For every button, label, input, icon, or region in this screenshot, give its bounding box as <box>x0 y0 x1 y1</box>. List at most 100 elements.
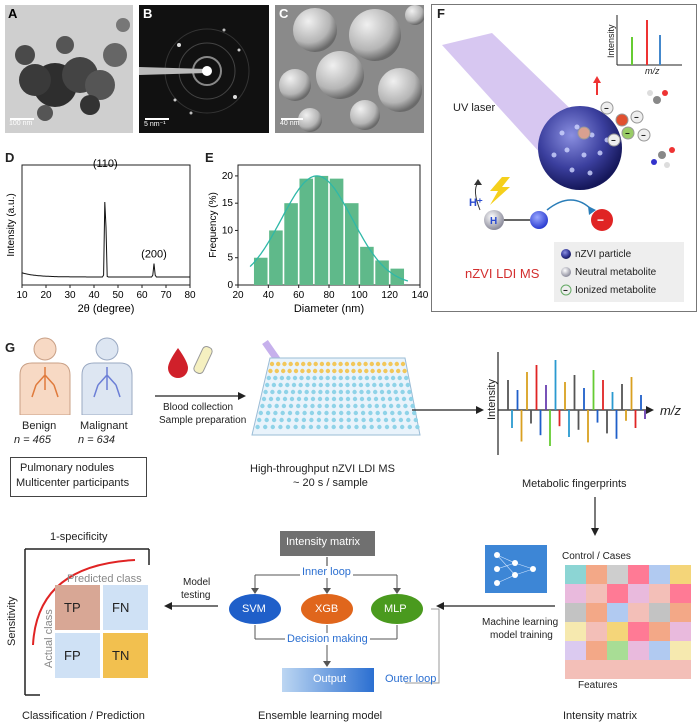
chip-sample-spot <box>345 382 350 388</box>
ml-training-line1: Machine learning <box>482 617 559 628</box>
cell-fn: FN <box>112 600 130 615</box>
chip-sample-spot <box>338 375 343 381</box>
chip-sample-spot <box>338 389 344 395</box>
legend-nzvi: nZVI particle <box>575 249 632 260</box>
chip-sample-spot <box>357 361 362 367</box>
hist-ytick-label: 20 <box>222 171 234 182</box>
heatmap-cell <box>649 584 670 603</box>
chip-sample-spot <box>303 396 309 402</box>
panel-label-f: F <box>437 6 445 21</box>
chip-sample-spot <box>268 368 273 374</box>
chip-sample-spot <box>346 403 351 409</box>
heatmap-cell <box>607 584 628 603</box>
control-cases-label: Control / Cases <box>562 551 631 562</box>
chip-sample-spot <box>301 361 306 367</box>
chip-sample-spot <box>266 375 271 381</box>
sample-prep-label: Sample preparation <box>159 415 247 426</box>
ensemble-title: Ensemble learning model <box>258 710 383 722</box>
chip-sample-spot <box>390 375 396 381</box>
chip-sample-spot <box>319 368 324 374</box>
chip-sample-spot <box>282 361 287 367</box>
chip-sample-spot <box>353 417 359 423</box>
xrd-ylabel: Intensity (a.u.) <box>6 193 17 256</box>
chip-sample-spot <box>402 368 407 374</box>
sem-spheres <box>279 5 424 132</box>
chip-sample-spot <box>324 417 329 423</box>
chip-sample-spot <box>278 382 283 388</box>
fingerprint-xlabel: m/z <box>660 403 681 418</box>
chip-sample-spot <box>310 403 315 409</box>
scale-bar-a <box>10 118 34 120</box>
chip-sample-spot <box>299 375 304 381</box>
scale-label-c: 40 nm <box>280 120 300 127</box>
chip-sample-spot <box>301 417 307 423</box>
ml-training-line2: model training <box>490 630 553 641</box>
chip-sample-spot <box>351 368 356 374</box>
chip-sample-spot <box>374 403 379 409</box>
roc-confusion-graphic <box>24 548 150 696</box>
chip-sample-spot <box>276 361 281 367</box>
predicted-class-label: Predicted class <box>67 573 142 585</box>
heatmap-cell <box>607 660 628 679</box>
hist-fit-curve <box>249 175 409 282</box>
chip-sample-spot <box>373 389 378 395</box>
xgb-label: XGB <box>315 603 339 615</box>
hist-xtick-label: 20 <box>232 290 244 301</box>
chip-sample-spot <box>295 410 300 416</box>
chip-sample-spot <box>305 382 310 388</box>
chip-sample-spot <box>331 403 337 409</box>
chip-sample-spot <box>263 389 268 395</box>
chip-sample-spot <box>286 417 292 423</box>
heatmap-cell <box>670 660 691 679</box>
hist-bar <box>299 178 314 285</box>
chip-sample-spot <box>338 361 343 367</box>
malignant-n: n = 634 <box>78 434 116 446</box>
chip-sample-spot <box>384 375 389 381</box>
chip-sample-spot <box>403 403 408 409</box>
heatmap-cell <box>607 641 628 660</box>
chip-sample-spot <box>338 396 344 402</box>
heatmap-cell <box>586 641 607 660</box>
chip-sample-spot <box>316 424 321 430</box>
inner-loop-label: Inner loop <box>300 566 353 578</box>
chip-sample-spot <box>359 396 365 402</box>
ensemble-flow <box>229 557 440 684</box>
chip-sample-spot <box>332 368 337 374</box>
chip-sample-spot <box>406 417 411 423</box>
chip-sample-spot <box>407 424 412 430</box>
features-label: Features <box>578 680 618 691</box>
model-testing-line2: testing <box>181 590 211 601</box>
chip-sample-spot <box>339 410 344 416</box>
heatmap-cell <box>628 622 649 641</box>
chip-sample-spot <box>291 382 297 388</box>
chip-sample-spot <box>346 410 351 416</box>
chip-sample-spot <box>281 403 287 409</box>
chip-sample-spot <box>345 375 350 381</box>
chip-sample-spot <box>310 396 316 402</box>
chip-sample-spot <box>325 389 330 395</box>
chip-sample-spot <box>323 424 329 430</box>
metabolic-fingerprint-chart <box>497 352 654 455</box>
scale-label-a: 100 nm <box>9 120 33 127</box>
chip-sample-spot <box>287 410 293 416</box>
panel-label-b: B <box>143 6 153 21</box>
heatmap-cell <box>649 622 670 641</box>
chip-sample-spot <box>384 424 390 430</box>
chip-sample-spot <box>309 417 314 423</box>
chip-sample-spot <box>368 410 373 416</box>
chip-sample-spot <box>304 389 309 395</box>
chip-sample-spot <box>324 396 330 402</box>
chip-sample-spot <box>301 424 306 430</box>
heatmap-cell <box>670 641 691 660</box>
chip-sample-spot <box>311 389 316 395</box>
xrd-peak-label-1: (110) <box>93 158 118 170</box>
mlp-label: MLP <box>384 603 407 615</box>
chip-sample-spot <box>325 361 331 367</box>
chip-sample-spot <box>415 424 420 430</box>
chip-sample-spot <box>290 389 296 395</box>
chip-sample-spot <box>264 417 269 423</box>
hist-xtick-label: 140 <box>412 290 429 301</box>
benign-n: n = 465 <box>14 434 52 446</box>
chip-sample-spot <box>317 410 322 416</box>
